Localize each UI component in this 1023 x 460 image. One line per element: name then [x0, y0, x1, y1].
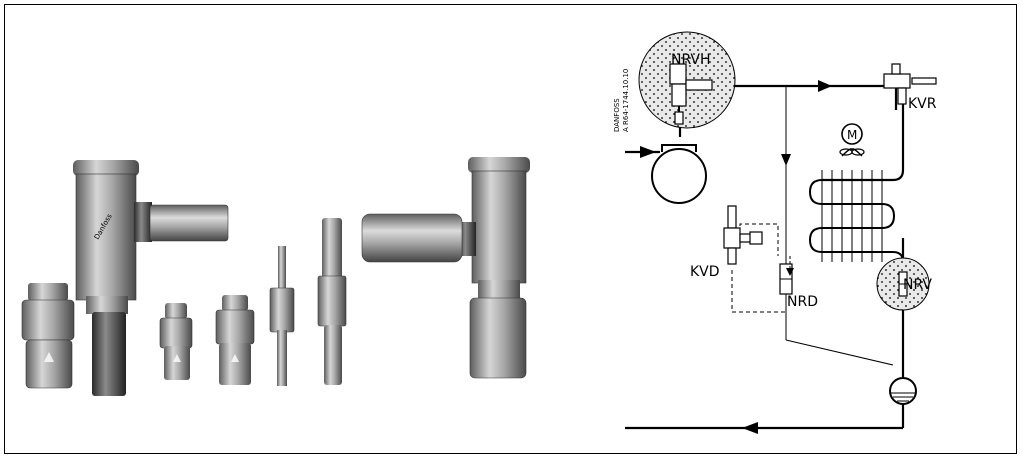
- figure-frame: [4, 4, 1017, 454]
- nrvh-zone: [638, 31, 736, 129]
- nrv-valve-photo: [361, 157, 530, 379]
- label-kvd: KVD: [690, 264, 720, 280]
- drawing-code-line2: A R64-1744.10.10: [622, 69, 630, 132]
- kvd-valve: [723, 205, 786, 313]
- label-nrvh: NRVH: [671, 52, 711, 68]
- solder-valve: [317, 218, 347, 385]
- flare-valve-medium: [215, 295, 255, 385]
- label-motor: M: [847, 128, 857, 142]
- label-nrd: NRD: [787, 294, 818, 310]
- refrigeration-schematic: [625, 31, 937, 434]
- condenser-coil: [808, 170, 904, 263]
- fan-motor: [839, 123, 865, 157]
- kvr-valve: [883, 63, 937, 105]
- label-kvr: KVR: [908, 96, 937, 112]
- flare-valve-large: [21, 283, 75, 389]
- drawing-code-line1: DANFOSS: [613, 98, 621, 132]
- flare-valve-small: [159, 303, 193, 380]
- nrvh-valve-photo: Danfoss: [73, 160, 229, 396]
- label-nrv: NRV: [903, 277, 932, 293]
- valve-photo: Danfoss: [21, 157, 530, 396]
- compressor: [651, 148, 707, 204]
- nrv-zone: [876, 257, 930, 311]
- receiver-tank: [889, 377, 917, 405]
- nrd-valve: [779, 256, 794, 295]
- flow-arrows: [640, 80, 832, 434]
- solder-valve-slim: [269, 246, 295, 386]
